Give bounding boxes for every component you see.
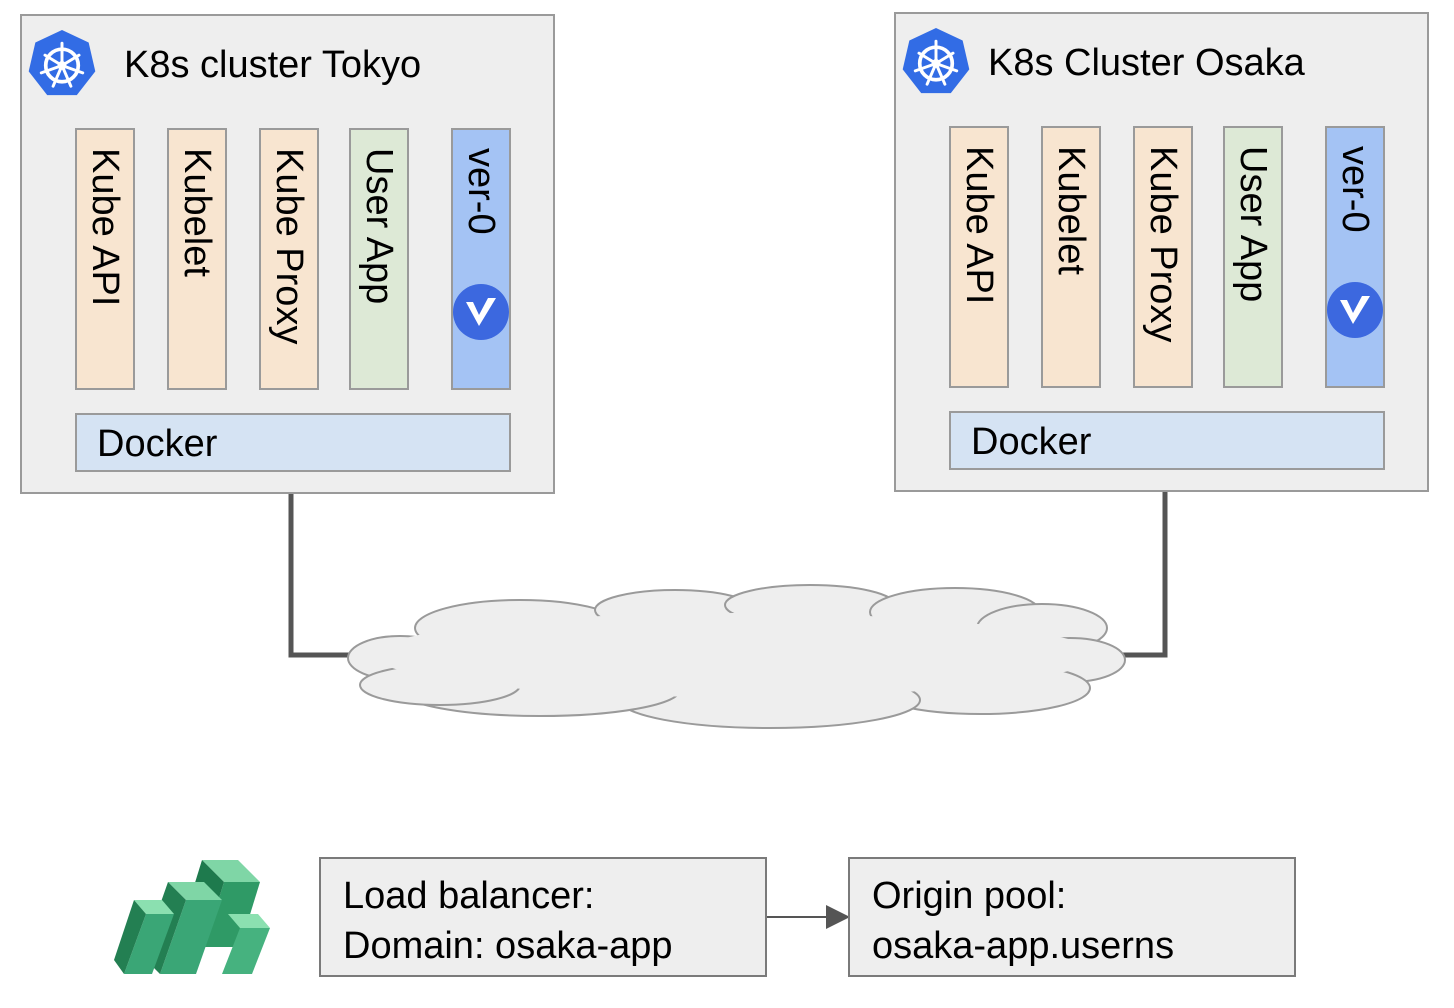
component-label: User App	[1232, 146, 1274, 303]
docker-runtime: Docker	[949, 411, 1385, 470]
load-balancer-domain: Domain: osaka-app	[343, 925, 673, 967]
cluster-tokyo: K8s cluster Tokyo Kube API Kubelet Kube …	[20, 14, 555, 494]
cluster-title: K8s cluster Tokyo	[124, 44, 422, 86]
kubernetes-icon	[902, 27, 970, 94]
origin-pool-name: osaka-app.userns	[872, 925, 1175, 967]
origin-pool-box: Origin pool: osaka-app.userns	[848, 857, 1296, 977]
cluster-title: K8s Cluster Osaka	[988, 42, 1305, 84]
kubelet-component: Kubelet	[167, 128, 227, 390]
volterra-v-icon	[453, 284, 509, 340]
docker-label: Docker	[971, 421, 1092, 463]
cluster-osaka: K8s Cluster Osaka Kube API Kubelet Kube …	[894, 12, 1429, 492]
osaka-connection-line	[1122, 468, 1168, 658]
load-balancer-label: Load balancer:	[343, 875, 595, 917]
tokyo-connection-line	[288, 470, 352, 658]
green-bars-logo-icon	[114, 860, 270, 974]
docker-label: Docker	[97, 423, 218, 465]
volterra-v-icon	[1327, 282, 1383, 338]
ver-0-agent-component: ver-0	[1325, 126, 1385, 388]
origin-pool-label: Origin pool:	[872, 875, 1067, 917]
component-label: ver-0	[460, 148, 502, 235]
kube-proxy-component: Kube Proxy	[259, 128, 319, 390]
ver-0-agent-component: ver-0	[451, 128, 511, 390]
component-label: Kube API	[84, 148, 126, 307]
component-label: User App	[358, 148, 400, 305]
kube-proxy-component: Kube Proxy	[1133, 126, 1193, 388]
component-label: ver-0	[1334, 146, 1376, 233]
component-label: Kube Proxy	[268, 148, 310, 345]
kube-api-component: Kube API	[949, 126, 1009, 388]
component-label: Kubelet	[176, 148, 218, 277]
user-app-component: User App	[1223, 126, 1283, 388]
kubelet-component: Kubelet	[1041, 126, 1101, 388]
component-label: Kube API	[958, 146, 1000, 305]
component-label: Kube Proxy	[1142, 146, 1184, 343]
kube-api-component: Kube API	[75, 128, 135, 390]
component-label: Kubelet	[1050, 146, 1092, 275]
kubernetes-icon	[28, 29, 96, 96]
load-balancer-box: Load balancer: Domain: osaka-app	[319, 857, 767, 977]
user-app-component: User App	[349, 128, 409, 390]
docker-runtime: Docker	[75, 413, 511, 472]
